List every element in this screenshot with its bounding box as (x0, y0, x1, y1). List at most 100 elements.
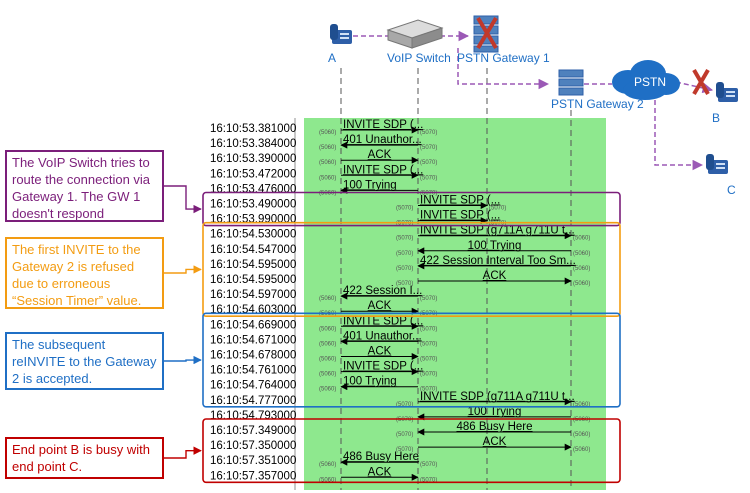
port-label: (5070) (420, 341, 437, 347)
timestamp: 16:10:57.351000 (210, 455, 296, 467)
cross-icon (476, 16, 498, 50)
timestamp: 16:10:54.597000 (210, 289, 296, 301)
callout-reinvite: The subsequent reINVITE to the Gateway 2… (5, 332, 164, 390)
group-gw2-refused (202, 221, 621, 317)
message-label: ACK (483, 436, 507, 448)
timestamp: 16:10:53.390000 (210, 153, 296, 165)
port-label: (5070) (420, 326, 437, 332)
callout-gw1-line: route the connection via (12, 172, 151, 187)
topology-link-pstn-c (654, 100, 704, 171)
port-label: (5070) (396, 236, 413, 242)
timestamp: 16:10:54.669000 (210, 319, 296, 331)
timestamp: 16:10:54.777000 (210, 395, 296, 407)
message-label: 401 Unauthor... (343, 134, 422, 146)
callout-gw1: The VoIP Switch tries to route the conne… (5, 150, 164, 222)
timestamp: 16:10:54.595000 (210, 274, 296, 286)
topology-link-switch-gw2 (457, 48, 550, 90)
port-label: (5060) (573, 281, 590, 287)
message-label: 100 Trying (343, 179, 397, 191)
port-label: (5070) (420, 145, 437, 151)
timestamp: 16:10:53.490000 (210, 199, 296, 211)
port-label: (5060) (319, 341, 336, 347)
node-label-a: A (328, 51, 336, 65)
port-label: (5070) (396, 251, 413, 257)
callout-connector (164, 185, 202, 214)
timestamp: 16:10:53.381000 (210, 123, 296, 135)
message-label: ACK (368, 466, 392, 478)
port-label: (5060) (319, 372, 336, 378)
port-label: (5070) (396, 281, 413, 287)
node-label-c: C (727, 183, 736, 197)
port-label: (5060) (319, 190, 336, 196)
callout-connector (164, 265, 202, 274)
timestamp: 16:10:54.595000 (210, 259, 296, 271)
switch-icon (386, 19, 444, 49)
port-label: (5070) (420, 462, 437, 468)
timestamp: 16:10:54.761000 (210, 365, 296, 377)
message-label: 422 Session I... (343, 285, 422, 297)
port-label: (5070) (420, 130, 437, 136)
callout-gw2-line: The first INVITE to the (12, 242, 141, 257)
port-label: (5070) (420, 372, 437, 378)
timestamp: 16:10:53.476000 (210, 183, 296, 195)
port-label: (5070) (420, 311, 437, 317)
group-reinvite (202, 312, 621, 408)
port-label: (5060) (319, 160, 336, 166)
callout-gw1-line: The VoIP Switch tries to (12, 155, 150, 170)
message-label: INVITE SDP (... (343, 315, 423, 327)
timestamp-column-divider (294, 118, 296, 490)
port-label: (5060) (319, 311, 336, 317)
message-label: INVITE SDP (... (343, 361, 423, 373)
pstn-label: PSTN (634, 75, 666, 89)
timestamp: 16:10:57.349000 (210, 425, 296, 437)
port-label: (5060) (319, 477, 336, 483)
timestamp: 16:10:57.350000 (210, 440, 296, 452)
timestamp: 16:10:54.671000 (210, 334, 296, 346)
port-label: (5060) (573, 251, 590, 257)
callout-busy-line: End point B is busy with (12, 442, 151, 457)
message-label: ACK (368, 346, 392, 358)
timestamp: 16:10:57.357000 (210, 470, 296, 482)
node-label-gateway-1: PSTN Gateway 1 (457, 51, 550, 65)
callout-gw2-line: Gateway 2 is refused (12, 259, 135, 274)
port-label: (5060) (319, 326, 336, 332)
message-label: INVITE SDP (g711A g711U t... (420, 391, 575, 403)
port-label: (5070) (396, 402, 413, 408)
group-gw1 (202, 191, 621, 227)
callout-reinvite-line: reINVITE to the Gateway (12, 354, 157, 369)
port-label: (5060) (573, 402, 590, 408)
timestamp: 16:10:54.530000 (210, 229, 296, 241)
timestamp: 16:10:53.384000 (210, 138, 296, 150)
port-label: (5060) (573, 236, 590, 242)
port-label: (5070) (489, 221, 506, 227)
ladder-background (304, 118, 606, 490)
message-label: ACK (483, 270, 507, 282)
port-label: (5070) (489, 206, 506, 212)
timestamp: 16:10:53.990000 (210, 214, 296, 226)
phone-icon (716, 82, 738, 102)
callout-gw2-line: “Session Timer” value. (12, 293, 142, 308)
message-label: ACK (368, 149, 392, 161)
message-label: INVITE SDP (... (420, 210, 500, 222)
callout-gw1-line: Gateway 1. The GW 1 (12, 189, 141, 204)
topology-link-pstn-b (675, 81, 714, 94)
port-label: (5060) (573, 432, 590, 438)
timestamp: 16:10:54.764000 (210, 380, 296, 392)
message-label: 422 Session Interval Too Sm... (420, 255, 576, 267)
node-label-gateway-2: PSTN Gateway 2 (551, 97, 644, 111)
phone-icon (706, 154, 728, 174)
callout-reinvite-line: The subsequent (12, 337, 106, 352)
port-label: (5060) (573, 447, 590, 453)
timestamp: 16:10:54.603000 (210, 304, 296, 316)
callout-busy: End point B is busy with end point C. (5, 437, 164, 479)
callout-busy-line: end point C. (12, 459, 83, 474)
port-label: (5070) (396, 447, 413, 453)
timestamp: 16:10:53.472000 (210, 168, 296, 180)
port-label: (5060) (319, 462, 336, 468)
message-label: 486 Busy Here (343, 451, 419, 463)
callout-gw2-refused: The first INVITE to the Gateway 2 is ref… (5, 237, 164, 309)
port-label: (5060) (573, 417, 590, 423)
callout-connector (164, 355, 202, 365)
message-label: 486 Busy Here (456, 421, 532, 433)
